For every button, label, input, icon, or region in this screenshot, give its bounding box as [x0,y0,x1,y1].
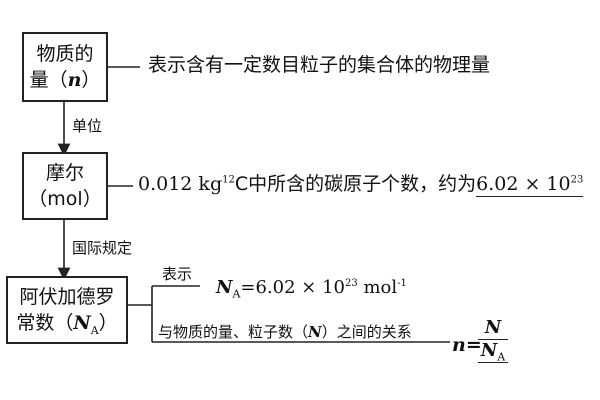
box2-line1: 摩尔 [45,162,84,184]
arrow-label-intl: 国际规定 [72,239,133,257]
formula-exp: 23 [345,278,358,289]
box3-line2-pre: 常数（ [16,312,74,334]
relation-lhs: n= [452,333,482,357]
box-avogadro: 阿伏加德罗 常数（NA） [6,276,128,344]
branch2-text-pre: 与物质的量、粒子数（ [158,323,309,341]
box3-line1: 阿伏加德罗 [19,286,115,308]
formula-unit: mol [357,277,398,298]
formula-unit-exp: -1 [397,278,407,289]
box1-description: 表示含有一定数目粒子的集合体的物理量 [148,54,491,76]
box1-line2-pre: 量（ [29,69,68,91]
branch2-text-post: ）之间的关系 [321,323,412,341]
avogadro-formula: NA=6.02 × 1023 mol-1 [216,276,407,300]
box-mole: 摩尔 （mol） [22,152,108,220]
formula-value: =6.02 × 10 [240,277,345,298]
fraction-denominator-sub: A [497,350,506,364]
box3-var: N [73,312,91,334]
desc2-value: 6.02 × 10 [476,173,571,195]
desc2-isotope: 12 [222,174,235,186]
relation-n: n= [452,334,482,356]
desc2-mass: 0.012 kg [138,173,223,195]
box1-var: n [67,69,82,91]
relation-fraction: N NA [478,318,508,363]
box-amount-of-substance: 物质的 量（n） [22,32,108,102]
branch2-text: 与物质的量、粒子数（N）之间的关系 [158,320,412,344]
desc2-exp: 23 [570,174,584,186]
desc2-text: C中所含的碳原子个数，约为 [234,173,477,195]
box3-sub: A [90,323,99,337]
box1-line2-post: ） [81,69,101,91]
box2-line2: （mol） [28,188,102,210]
branch1-label: 表示 [162,265,193,283]
branch2-text-var: N [308,323,322,341]
box2-description: 0.012 kg12C中所含的碳原子个数，约为6.02 × 1023 [138,172,584,197]
box1-line1: 物质的 [36,43,94,65]
formula-sub: A [232,287,241,301]
arrow-label-unit: 单位 [72,117,103,135]
box3-line2-post: ） [98,312,118,334]
fraction-numerator: N [484,317,502,338]
fraction-denominator: N [480,340,498,361]
formula-var: N [216,277,233,298]
